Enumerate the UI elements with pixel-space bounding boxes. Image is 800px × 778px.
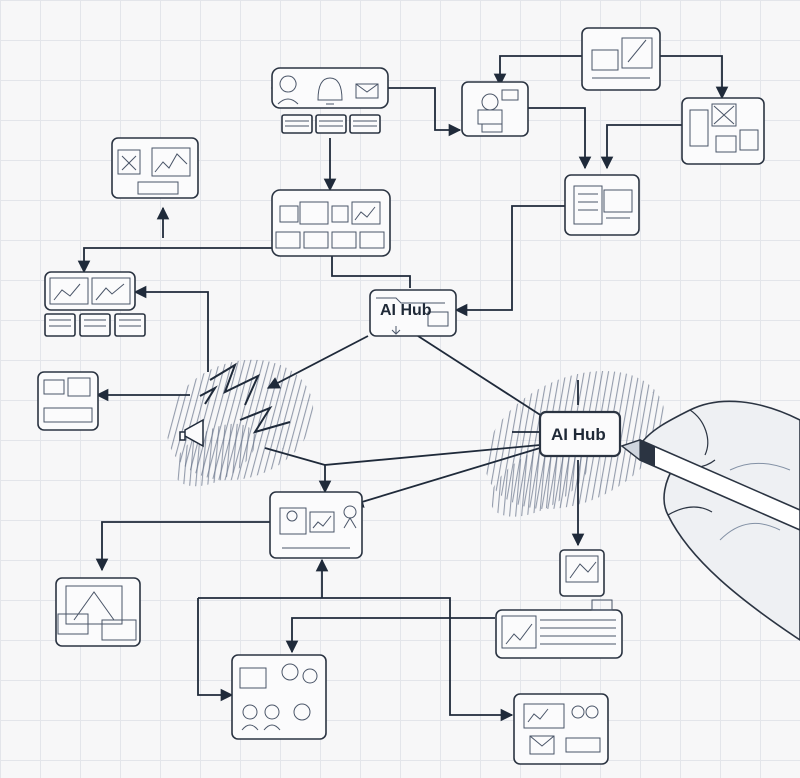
- conn-right-to-doc: [600, 124, 682, 170]
- conn-dashleft-to-lightning: [133, 285, 209, 372]
- nodes: [37, 27, 765, 765]
- node-top-center: [271, 67, 389, 109]
- conn-hub1-to-hub2: [417, 335, 546, 419]
- node-calendar: [559, 549, 605, 597]
- node-bottom-right: [513, 693, 609, 765]
- document-icon: [573, 185, 603, 225]
- hub-label-1[interactable]: AI Hub: [380, 302, 432, 319]
- user-icon: [277, 75, 299, 105]
- conn-bottomcenter-to-left: [95, 521, 270, 572]
- speaker-icon: [179, 418, 204, 448]
- node-hub-2: [538, 410, 622, 458]
- node-details: [43, 37, 759, 755]
- bell-icon: [317, 77, 343, 105]
- conn-robot-to-tv: [493, 55, 582, 87]
- conn-loop: [198, 597, 514, 722]
- node-top-right: [681, 97, 765, 165]
- conn-lightning-to-bottomcenter: [264, 447, 326, 466]
- conn-hub1-to-lightning: [266, 335, 369, 389]
- hand-illustration: [620, 400, 800, 641]
- node-tv: [581, 27, 661, 91]
- hub-label-2[interactable]: AI Hub: [551, 425, 606, 444]
- pen-icon: [620, 439, 800, 531]
- node-small-topleft: [111, 137, 199, 199]
- conn-midtop-to-hub1: [331, 256, 411, 288]
- conn-tv-to-right: [660, 55, 729, 100]
- node-pill-box: [37, 371, 99, 431]
- conn-loop-down: [197, 598, 234, 702]
- node-mid-top: [271, 189, 391, 257]
- conn-keyboard-to-bottom: [285, 617, 495, 654]
- node-bottom-left: [55, 577, 141, 647]
- conn-robot-to-doc: [528, 107, 592, 170]
- conn-doc-to-hub1: [454, 205, 565, 317]
- keyboard-icon: [505, 623, 533, 645]
- node-keyboard: [495, 609, 623, 659]
- chart-icon: [154, 153, 188, 173]
- conn-hub2-to-bottomcenter: [350, 447, 541, 508]
- node-hub-1: [369, 289, 457, 337]
- lightning-strokes: [199, 362, 291, 434]
- pen-icon: [627, 39, 647, 63]
- conn-midtop-to-dash: [77, 247, 272, 274]
- mail-icon: [355, 83, 379, 99]
- node-dash-left: [44, 271, 136, 311]
- monitor-icon: [591, 49, 619, 71]
